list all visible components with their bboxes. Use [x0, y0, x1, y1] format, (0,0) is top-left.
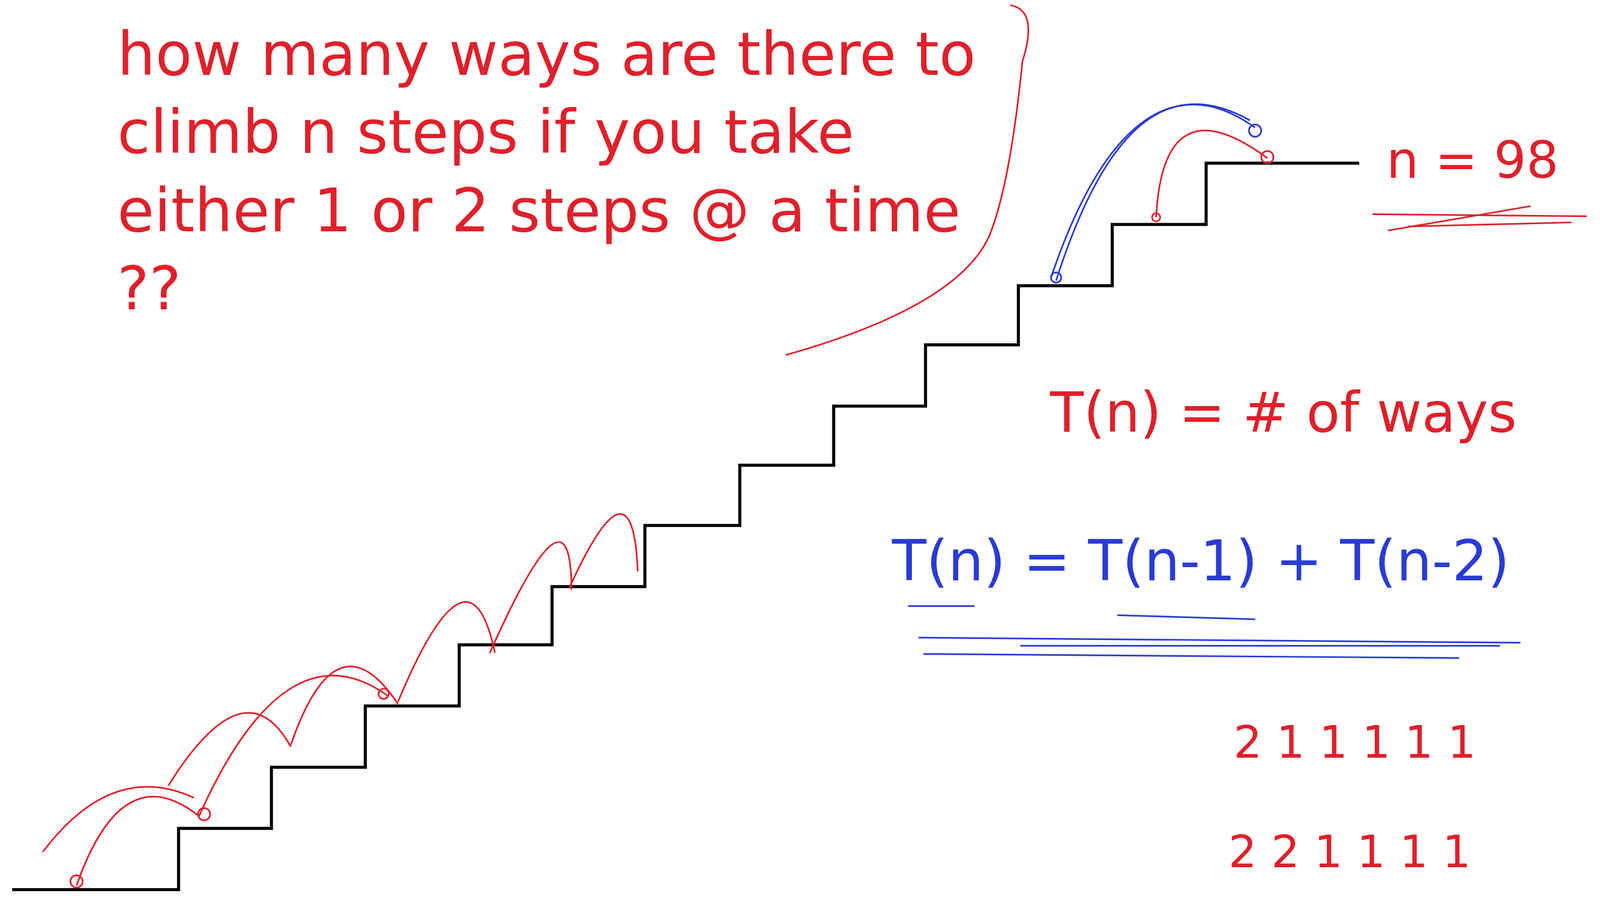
sequence-example: 2 1 1 1 1 1	[1233, 713, 1477, 772]
step-arc	[168, 713, 291, 786]
definition-note: T(n) = # of ways	[1050, 377, 1517, 449]
top-arc	[1051, 103, 1250, 278]
step-dot	[197, 808, 211, 821]
step-arc	[76, 796, 199, 886]
sequence-example: 2 2 1 1 1 1	[1228, 823, 1472, 882]
value-note: n = 98	[1386, 127, 1559, 194]
underline	[918, 637, 1521, 643]
underline	[908, 605, 975, 608]
step-arc	[489, 542, 572, 654]
underline	[1020, 645, 1501, 647]
step-dot	[1261, 150, 1274, 164]
underline	[923, 653, 1460, 659]
step-arc	[42, 787, 194, 853]
top-arc	[1156, 130, 1268, 218]
question-note: how many ways are there to climb n steps…	[117, 15, 1015, 329]
step-dot	[1051, 272, 1062, 283]
step-dot	[70, 875, 83, 888]
step-dot	[1248, 124, 1262, 137]
step-dot	[378, 689, 389, 700]
step-arc	[198, 675, 388, 817]
staircase	[12, 163, 1360, 890]
step-arc	[398, 601, 495, 702]
step-arc	[291, 666, 399, 746]
step-arcs	[42, 5, 1587, 888]
underline	[1408, 222, 1572, 227]
underline	[1117, 615, 1255, 620]
step-arc	[569, 514, 638, 589]
step-dot	[1151, 213, 1161, 222]
recurrence-formula: T(n) = T(n-1) + T(n-2)	[892, 525, 1510, 598]
